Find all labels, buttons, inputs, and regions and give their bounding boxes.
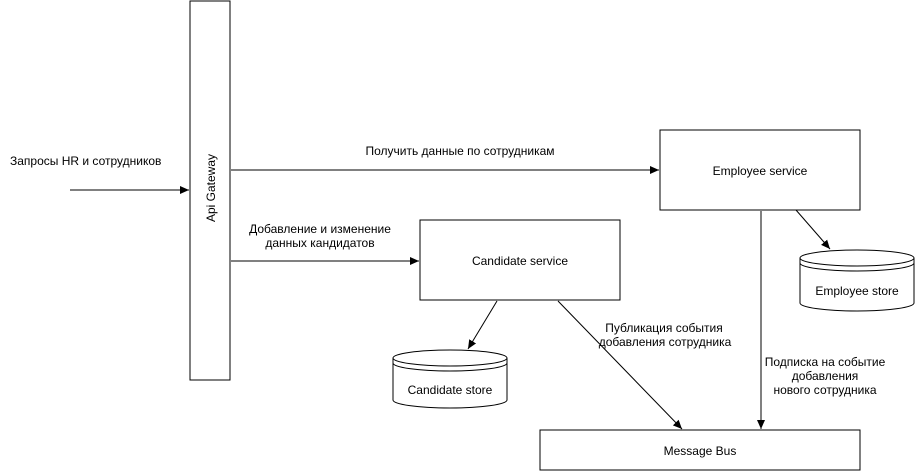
employee-service-node <box>659 129 861 211</box>
requests-label: Запросы HR и сотрудников <box>10 154 161 168</box>
publish-event-label-line2: добавления сотрудника <box>599 335 732 349</box>
candidate-service-node <box>419 219 621 301</box>
candidate-store-label: Candidate store <box>408 383 493 397</box>
get-employee-data-label: Получить данные по сотрудникам <box>365 144 554 158</box>
candidate-store-arrow <box>467 300 498 350</box>
api-gateway-label: Api Gateway <box>204 154 218 222</box>
publish-event-label-line1: Публикация события <box>605 321 722 335</box>
employee-service-label: Employee service <box>713 164 808 178</box>
message-bus-label: Message Bus <box>664 444 737 458</box>
candidate-store-node <box>392 349 508 409</box>
subscribe-event-label-line1: Подписка на событие <box>765 355 886 369</box>
subscribe-event-label-line2: добавления <box>792 369 859 383</box>
add-edit-candidates-label-line1: Добавление и изменение <box>249 222 391 236</box>
employee-store-arrow <box>795 209 831 250</box>
employee-store-node <box>799 249 915 312</box>
message-bus-node <box>539 429 861 471</box>
candidate-service-label: Candidate service <box>472 254 568 268</box>
subscribe-event-label-line3: нового сотрудника <box>773 383 876 397</box>
employee-store-label: Employee store <box>815 284 899 298</box>
publish-event-arrow <box>557 300 683 430</box>
api-gateway-node <box>189 0 231 381</box>
add-edit-candidates-label-line2: данных кандидатов <box>265 236 374 250</box>
